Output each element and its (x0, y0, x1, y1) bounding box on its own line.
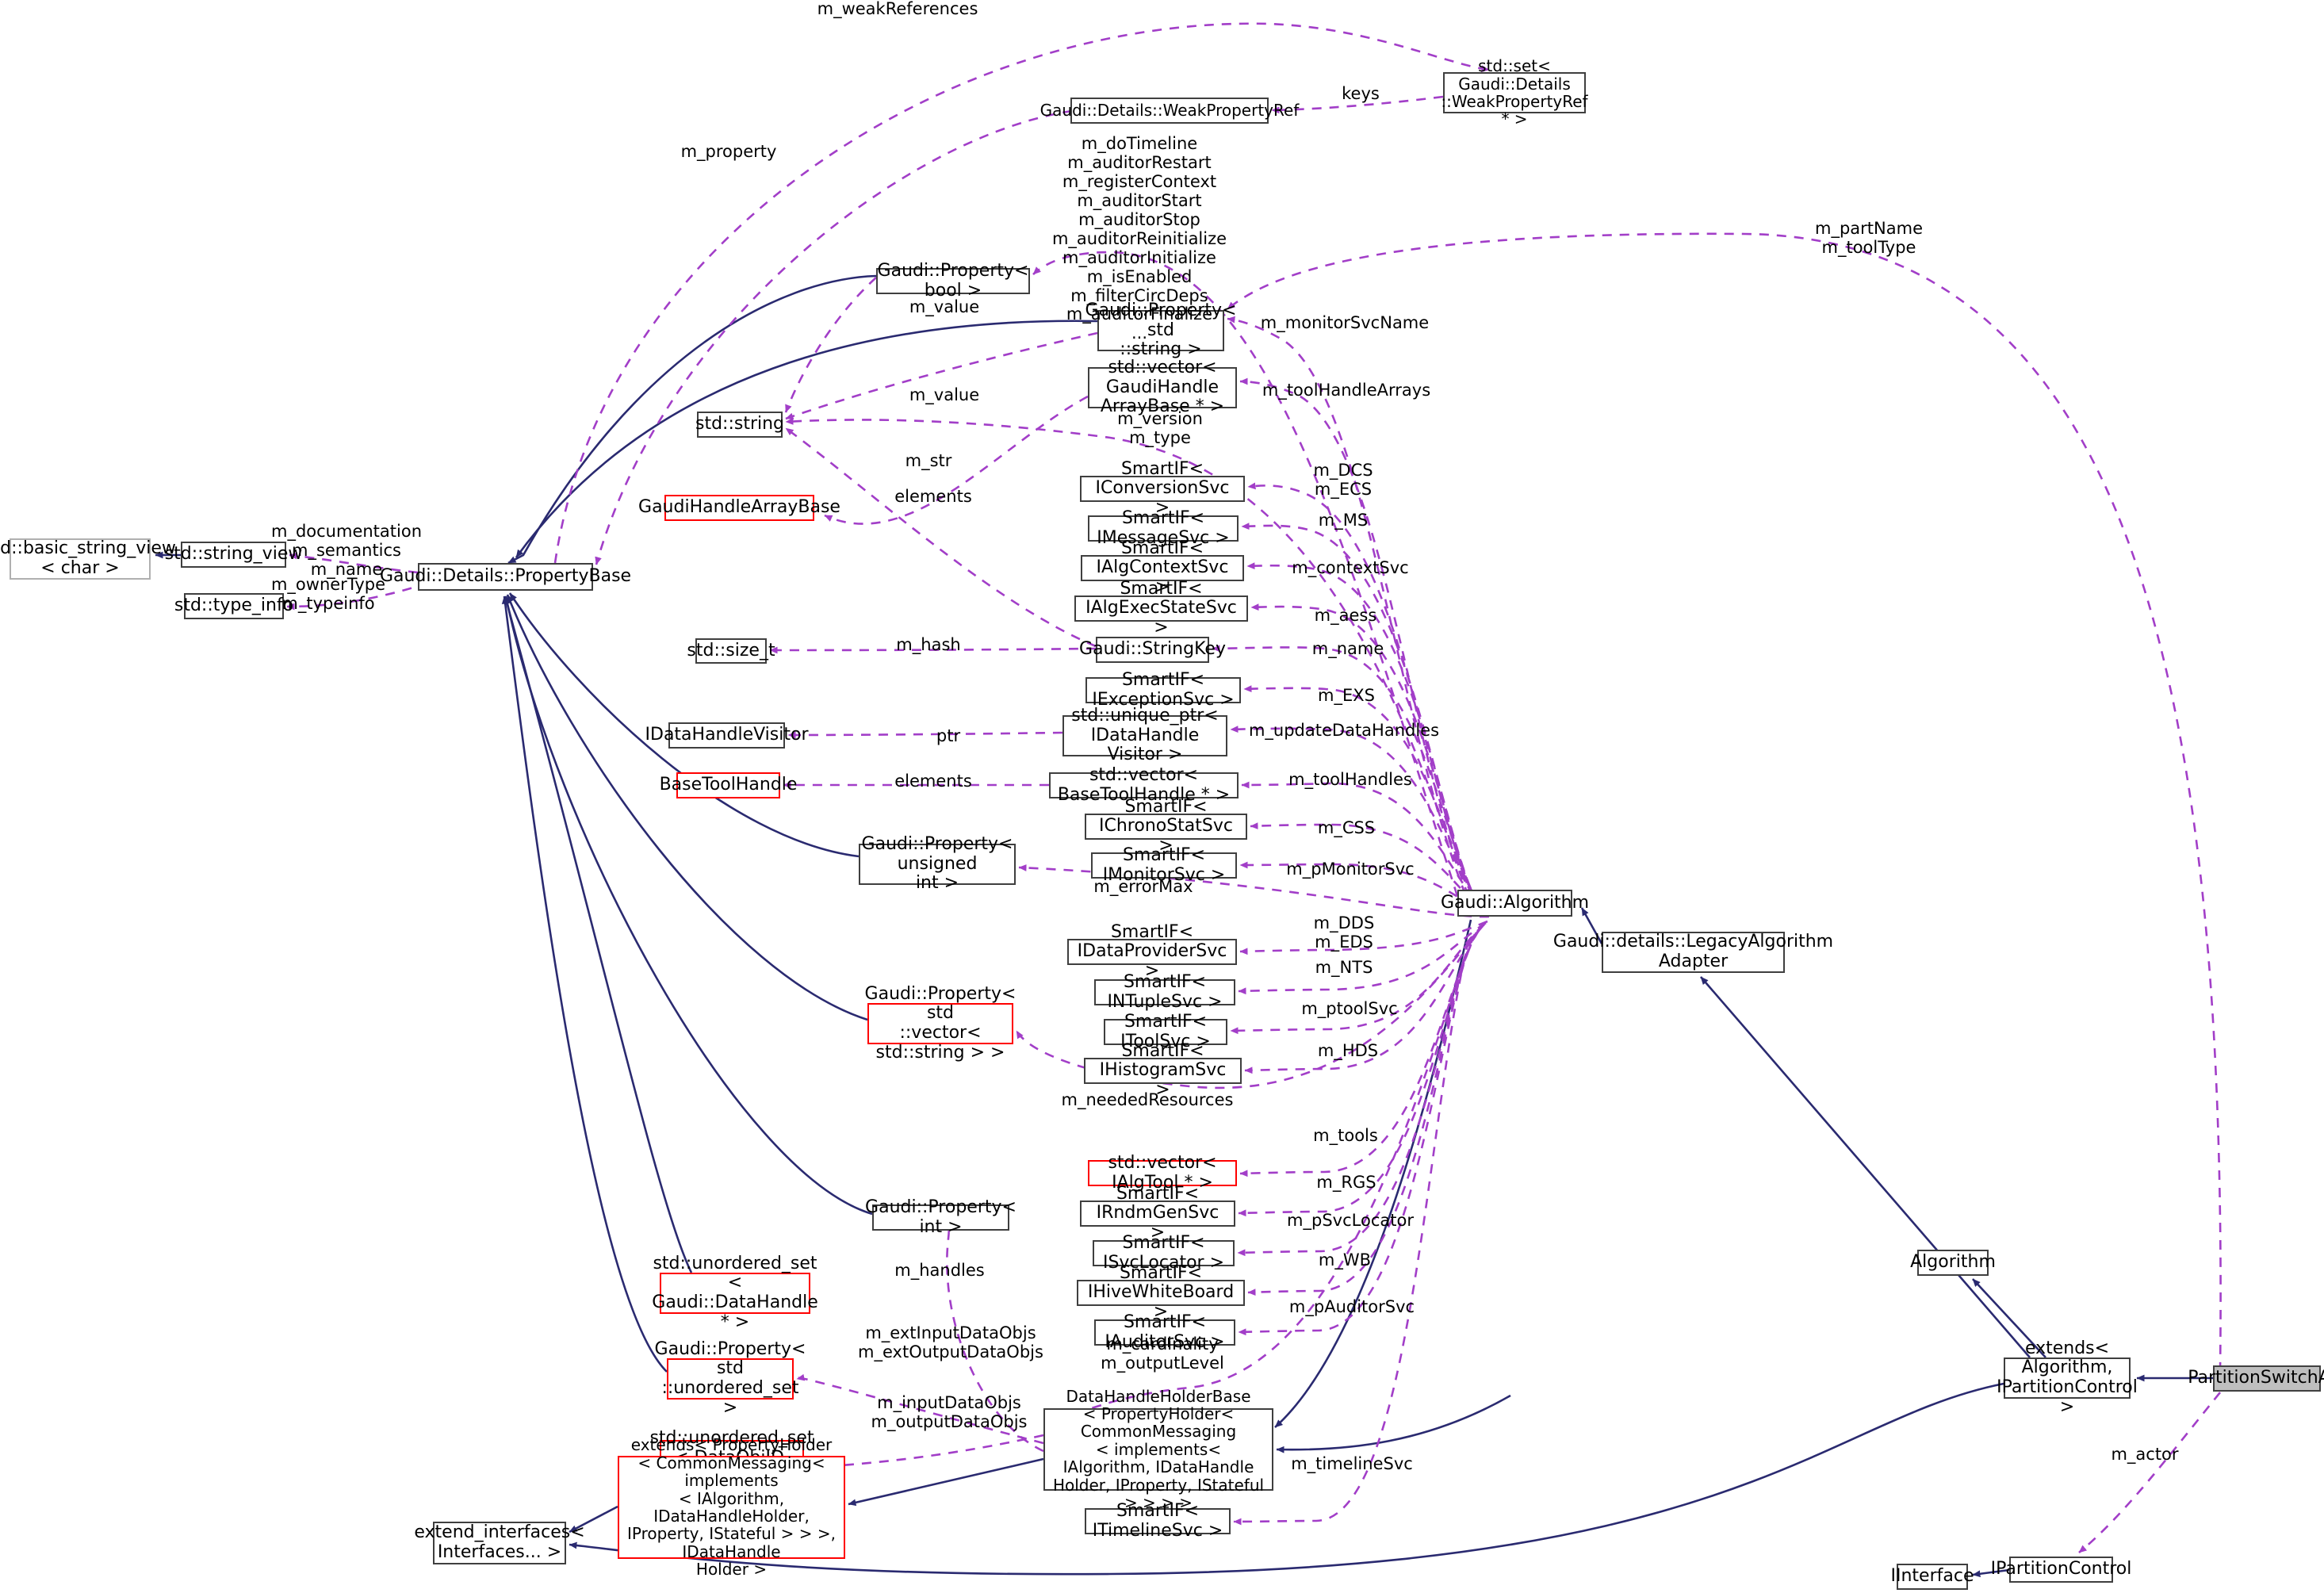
node-std-string[interactable]: std::string (695, 412, 784, 438)
node-size-t[interactable]: std::size_t (687, 638, 775, 664)
node-smartif-idataprovidersvc[interactable]: SmartIF< IDataProviderSvc > (1067, 922, 1237, 981)
node-unordered-set-datahandle[interactable]: std::unordered_set < Gaudi::DataHandle *… (652, 1253, 818, 1332)
node-smartif-imonitorsvc[interactable]: SmartIF< IMonitorSvc > (1091, 845, 1237, 884)
edge-label-m-timelinesvc: m_timelineSvc (1291, 1454, 1413, 1473)
node-smartif-itimelinesvc[interactable]: SmartIF< ITimelineSvc > (1085, 1501, 1231, 1540)
node-smartif-intuplesvc[interactable]: SmartIF< INTupleSvc > (1094, 972, 1235, 1011)
edge-label-m-ownertype-m-typeinfo: m_ownerType m_typeinfo (270, 575, 386, 613)
node-smartif-ihistogramsvc[interactable]: SmartIF< IHistogramSvc > (1084, 1041, 1242, 1100)
edge-label-m-str: m_str (905, 451, 952, 470)
edge-label-m-exs: m_EXS (1318, 686, 1375, 705)
node-extend-interfaces[interactable]: extend_interfaces< Interfaces... > (414, 1522, 585, 1564)
edge-label-m-nts: m_NTS (1315, 958, 1373, 977)
node-partitionswitchalg[interactable]: PartitionSwitchAlg (2188, 1365, 2324, 1392)
edge-label-m-toolhandles: m_toolHandles (1288, 770, 1412, 789)
node-smartif-ialgexecstatesvc[interactable]: SmartIF< IAlgExecStateSvc > (1074, 579, 1248, 638)
node-smartif-ialgcontextsvc[interactable]: SmartIF< IAlgContextSvc > (1081, 538, 1244, 597)
edge-label-m-dcs-m-ecs: m_DCS m_ECS (1313, 461, 1373, 499)
edge-label-m-updatedatahandles: m_updateDataHandles (1248, 721, 1440, 740)
edge-label-m-aess: m_aess (1314, 606, 1377, 625)
edge-label-m-ext-data-objs: m_extInputDataObjs m_extOutputDataObjs (858, 1323, 1043, 1361)
node-weakpropertyref[interactable]: Gaudi::Details::WeakPropertyRef (1040, 98, 1299, 124)
node-propertybase[interactable]: Gaudi::Details::PropertyBase (380, 563, 631, 591)
node-property-unsigned-int[interactable]: Gaudi::Property< unsigned int > (859, 834, 1016, 893)
edge-label-m-pauditorsvc: m_pAuditorSvc (1288, 1297, 1415, 1316)
node-gaudi-algorithm[interactable]: Gaudi::Algorithm (1441, 890, 1589, 917)
node-vector-ialgtool[interactable]: std::vector< IAlgTool * > (1088, 1153, 1237, 1192)
edge-label-m-name: m_name (1311, 639, 1384, 658)
node-type-info[interactable]: std::type_info (174, 593, 293, 619)
edge-label-m-rgs: m_RGS (1316, 1173, 1376, 1192)
edge-label-m-input-output-data-objs: m_inputDataObjs m_outputDataObjs (871, 1393, 1028, 1431)
edge-label-m-psvclocator: m_pSvcLocator (1287, 1211, 1414, 1230)
node-smartif-ichronostatsvc[interactable]: SmartIF< IChronoStatSvc > (1085, 797, 1247, 856)
edge-label-m-weakreferences: m_weakReferences (817, 0, 978, 18)
node-property-int[interactable]: Gaudi::Property< int > (865, 1197, 1017, 1237)
edge-label-m-handles: m_handles (894, 1261, 985, 1280)
edge-label-m-value-bool: m_value (909, 297, 980, 316)
edge-label-m-ptoolsvc: m_ptoolSvc (1301, 999, 1398, 1018)
node-idatahandlevisitor[interactable]: IDataHandleVisitor (645, 722, 809, 749)
edge-label-m-hds: m_HDS (1317, 1041, 1379, 1060)
edge-label-elements-string: elements (894, 487, 972, 506)
edge-label-m-monitorsvcname: m_monitorSvcName (1260, 313, 1430, 332)
edge-label-m-toolhandlearrays: m_toolHandleArrays (1262, 381, 1431, 400)
edge-label-m-hash: m_hash (896, 635, 961, 654)
node-gaudihandlearraybase[interactable]: GaudiHandleArrayBase (638, 495, 840, 521)
edge-label-m-tools: m_tools (1313, 1126, 1378, 1145)
edge-label-m-partname-m-tooltype: m_partName m_toolType (1815, 219, 1923, 257)
node-ipartitioncontrol[interactable]: IPartitionControl (1991, 1557, 2131, 1583)
node-smartif-iconversionsvc[interactable]: SmartIF< IConversionSvc > (1080, 459, 1245, 518)
edge-label-m-ms: m_MS (1318, 511, 1369, 530)
node-legacyalgorithmadapter[interactable]: Gaudi::details::LegacyAlgorithm Adapter (1553, 932, 1834, 973)
edge-label-m-actor: m_actor (2111, 1445, 2179, 1464)
edge-label-bool-properties: m_doTimeline m_auditorRestart m_register… (1051, 134, 1227, 343)
node-iinterface[interactable]: IInterface (1891, 1564, 1974, 1590)
edge-label-keys: keys (1342, 84, 1380, 103)
node-basetoolhandle[interactable]: BaseToolHandle (660, 772, 797, 798)
node-set-weakpropertyref[interactable]: std::set< Gaudi::Details ::WeakPropertyR… (1441, 56, 1588, 129)
node-datahandleholderbase[interactable]: DataHandleHolderBase < PropertyHolder< C… (1043, 1387, 1273, 1511)
node-algorithm[interactable]: Algorithm (1910, 1250, 1996, 1276)
edge-label-ptr: ptr (936, 726, 961, 745)
edge-label-m-version-m-type: m_version m_type (1117, 409, 1203, 447)
node-smartif-ihivewhiteboard[interactable]: SmartIF< IHiveWhiteBoard > (1077, 1263, 1245, 1322)
node-smartif-iexceptionsvc[interactable]: SmartIF< IExceptionSvc > (1085, 670, 1241, 709)
node-unique-ptr-idatahandlevisitor[interactable]: std::unique_ptr< IDataHandle Visitor > (1062, 706, 1227, 764)
node-extends-algorithm-ipartitioncontrol[interactable]: extends< Algorithm, IPartitionControl > (1997, 1338, 2138, 1417)
edge-label-m-property: m_property (680, 142, 777, 161)
node-basic-string-view[interactable]: std::basic_string_view < char > (0, 538, 176, 580)
node-property-unordered-set[interactable]: Gaudi::Property< std ::unordered_set > (654, 1338, 806, 1418)
edge-label-m-dds-m-eds: m_DDS m_EDS (1313, 913, 1375, 952)
node-property-bool[interactable]: Gaudi::Property< bool > (876, 260, 1030, 301)
node-extends-propertyholder[interactable]: extends< PropertyHolder < CommonMessagin… (618, 1436, 845, 1578)
edge-label-m-neededresources: m_neededResources (1061, 1090, 1234, 1109)
node-string-view[interactable]: std::string_view (165, 542, 302, 568)
edge-label-m-css: m_CSS (1317, 818, 1376, 837)
edge-label-elements-basetoolhandle: elements (894, 772, 972, 791)
edge-label-m-pmonitorsvc: m_pMonitorSvc (1286, 860, 1415, 879)
edge-label-m-wb: m_WB (1318, 1250, 1372, 1269)
edge-label-m-cardinality-m-outputlevel: m_cardinality m_outputLevel (1101, 1335, 1224, 1373)
node-smartif-irndmgensvc[interactable]: SmartIF< IRndmGenSvc > (1080, 1184, 1235, 1243)
edge-label-m-contextsvc: m_contextSvc (1292, 558, 1409, 577)
edge-label-m-value-string: m_value (909, 385, 980, 404)
node-stringkey[interactable]: Gaudi::StringKey (1079, 637, 1226, 663)
node-vector-gaudihandlearraybase[interactable]: std::vector< GaudiHandle ArrayBase * > (1088, 358, 1237, 416)
node-vector-basetoolhandle[interactable]: std::vector< BaseToolHandle * > (1049, 765, 1239, 804)
edge-label-m-errormax: m_errorMax (1093, 877, 1193, 896)
edge-label-m-documentation: m_documentation m_semantics m_name (270, 522, 423, 579)
node-property-vector-string[interactable]: Gaudi::Property< std ::vector< std::stri… (864, 983, 1017, 1063)
